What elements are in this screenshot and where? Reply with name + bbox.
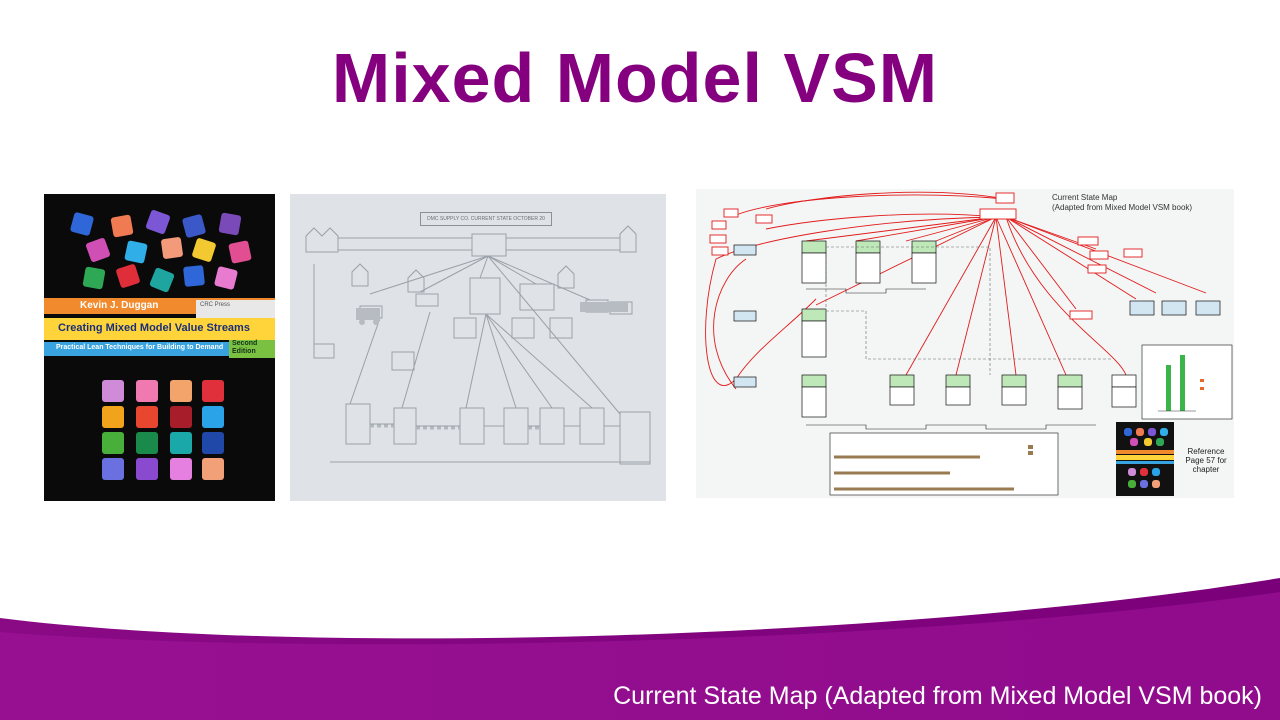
book-cover-thumbnail	[1116, 422, 1174, 496]
reference-note: Reference Page 57 for chapter	[1179, 447, 1233, 474]
reference-line2: Page 57 for	[1185, 456, 1227, 465]
reference-line3: chapter	[1192, 465, 1220, 474]
book-title: Creating Mixed Model Value Streams	[58, 322, 250, 334]
map-c-title-line1: Current State Map	[1052, 193, 1118, 202]
map-b-header: DMC SUPPLY CO. CURRENT STATE OCTOBER 20	[420, 212, 552, 226]
book-edition-line2: Edition	[232, 348, 256, 355]
book-edition: Second Edition	[232, 340, 257, 356]
book-edition-line1: Second	[232, 340, 258, 347]
book-subtitle: Practical Lean Techniques for Building t…	[56, 344, 224, 351]
map-b-diagram	[305, 225, 651, 465]
map-c-title: Current State Map (Adapted from Mixed Mo…	[1052, 193, 1192, 213]
book-cover-image: Kevin J. Duggan CRC Press Creating Mixed…	[44, 194, 275, 501]
current-state-map-detailed: Current State Map (Adapted from Mixed Mo…	[696, 189, 1234, 498]
book-publisher: CRC Press	[196, 300, 275, 320]
current-state-map-sketch: DMC SUPPLY CO. CURRENT STATE OCTOBER 20	[290, 194, 666, 501]
map-c-title-line2: (Adapted from Mixed Model VSM book)	[1052, 203, 1193, 212]
map-c-diagram	[705, 191, 1233, 496]
slide-title: Mixed Model VSM	[331, 39, 939, 117]
slide-caption: Current State Map (Adapted from Mixed Mo…	[613, 682, 1262, 710]
reference-line1: Reference	[1187, 447, 1225, 456]
footer-wave	[0, 578, 1280, 720]
book-author: Kevin J. Duggan	[80, 300, 159, 311]
